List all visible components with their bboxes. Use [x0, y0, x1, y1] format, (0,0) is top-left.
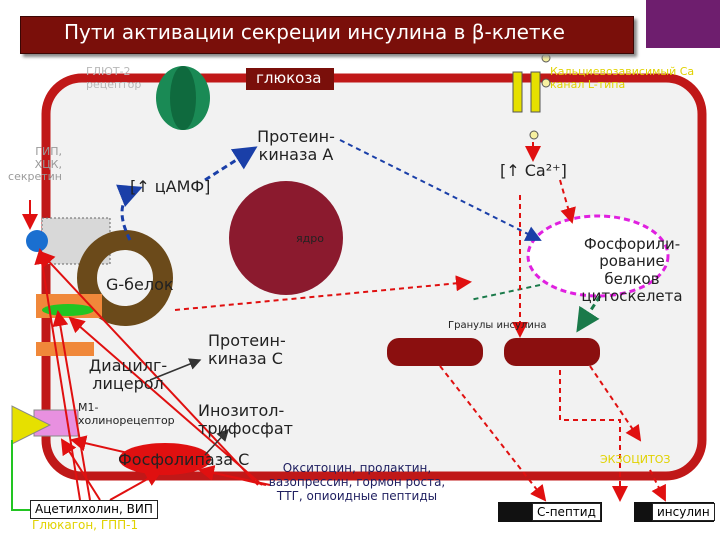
arrow-ca-phospho — [559, 179, 576, 224]
arrow-pka-phospho — [339, 139, 542, 241]
arrow-hormones-4 — [198, 465, 271, 486]
dag-label: Диацилг- лицерол — [88, 356, 168, 394]
corner-accent — [646, 0, 720, 48]
plc-label: Фосфолипаза С — [118, 450, 250, 469]
g-protein-icon — [77, 230, 173, 326]
phosphorylation-ellipse — [526, 214, 670, 298]
m1-receptor-icon — [11, 405, 79, 445]
nucleus-label: ядро — [296, 232, 324, 245]
arrow-dag-pkc — [149, 358, 202, 381]
arrow-ach-4 — [109, 471, 162, 501]
ca-channel-icon — [512, 53, 551, 140]
ip3-label: Инозитол- трифосфат — [198, 401, 293, 439]
arrow-green-pkc — [469, 284, 541, 301]
m1-label: М1- холинорецептор — [78, 401, 175, 427]
pka-label: Протеин- киназа А — [257, 127, 335, 165]
glucagon-label: Глюкагон, ГПП-1 — [32, 518, 139, 532]
c-peptide-label: С-пептид — [532, 503, 601, 521]
arrow-ach-2 — [52, 310, 91, 501]
g-protein-label: G-белок — [106, 275, 174, 294]
granule-icon — [387, 338, 600, 366]
green-feedback-line — [11, 440, 30, 511]
arrow-hormones-1 — [38, 250, 259, 486]
arrow-hormones-2 — [68, 316, 263, 486]
phosphorylation-label: Фосфорили- рование белков цитоскелета — [581, 235, 683, 305]
exocytosis-label: ЭКЗОЦИТОЗ — [600, 453, 671, 466]
arrow-ach-3 — [60, 438, 101, 501]
page-title: Пути активации секреции инсулина в β-кле… — [64, 20, 565, 44]
arrow-gprot-ca — [174, 275, 472, 311]
title-bar — [20, 16, 634, 54]
insulin-label: инсулин — [652, 503, 715, 521]
arrow-gprot-camp — [116, 184, 143, 241]
hormones-label: Окситоцин, пролактин, вазопрессин, гормо… — [268, 461, 446, 503]
nucleus — [229, 181, 343, 295]
camp-label: [↑ цАМФ] — [130, 177, 211, 196]
glucose-label: глюкоза — [256, 69, 322, 87]
ca-channel-label: Кальциевозависимый Ca канал L-типа — [550, 65, 695, 91]
pkc-label: Протеин- киназа С — [208, 331, 286, 369]
gip-label: ГИП, ХЦК, секретин — [8, 145, 62, 184]
arrow-exo-2 — [589, 365, 642, 442]
glut2-label: ГЛЮТ-2 рецептор — [86, 65, 142, 91]
granules-label: Гранулы инсулина — [448, 320, 547, 331]
arrow-plc-ip3 — [204, 428, 230, 456]
glut2-receptor-icon — [156, 66, 210, 130]
arrow-exo-insulin — [649, 469, 666, 502]
ca-concentration-label: [↑ Ca²⁺] — [500, 161, 567, 180]
arrow-granules-exo — [439, 365, 547, 502]
arrow-phospho-granules — [576, 295, 602, 333]
ach-box: Ацетилхолин, ВИП — [30, 500, 158, 519]
glucose-box — [246, 68, 334, 90]
